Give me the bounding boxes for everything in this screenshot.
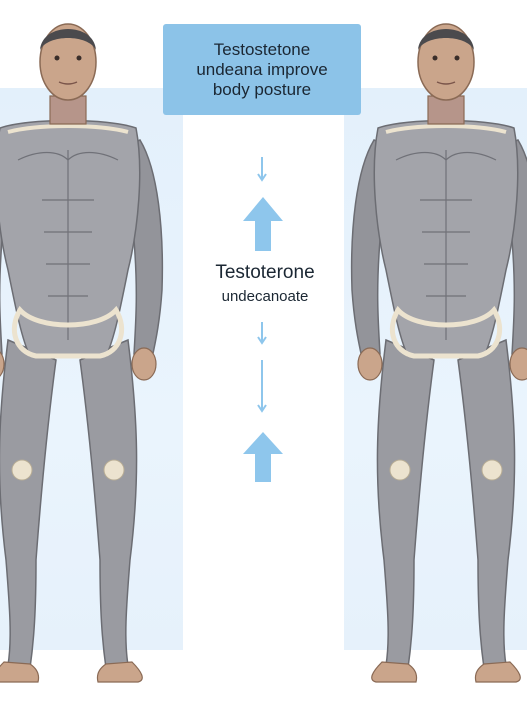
left-figure-leg-left	[0, 338, 57, 669]
title-text: Testostetone undeana improve body postur…	[196, 39, 328, 99]
center-label-line2: undecanoate	[221, 288, 309, 305]
left-figure-clavicle	[7, 124, 129, 134]
right-figure-body	[350, 23, 527, 683]
right-figure-leg-right	[457, 338, 516, 669]
right-figure-head	[417, 23, 475, 101]
left-figure-foot-right	[96, 661, 143, 683]
left-figure-head	[39, 23, 97, 101]
center-label: Testoterone undecanoate	[170, 262, 360, 307]
left-anatomy-figure	[0, 23, 164, 683]
right-figure-leg-left	[376, 338, 435, 669]
arrow-down-small-icon	[257, 157, 267, 182]
left-figure-hair	[40, 29, 96, 50]
title-box: Testostetone undeana improve body postur…	[163, 24, 361, 115]
left-figure-hand-left	[0, 351, 5, 377]
left-figure-pelvis	[11, 305, 125, 359]
right-figure-hair	[418, 29, 474, 50]
arrow-down-small-icon	[257, 322, 267, 345]
right-figure-hand-right	[509, 347, 527, 381]
arrow-down-long-icon	[257, 360, 267, 413]
left-figure-body	[0, 23, 164, 683]
right-figure-clavicle	[385, 124, 507, 134]
right-figure-foot-left	[371, 661, 418, 683]
left-figure-leg-right	[79, 338, 138, 669]
left-figure-foot-left	[0, 661, 40, 683]
left-figure-hand-right	[131, 347, 157, 381]
right-figure-hand-left	[357, 347, 383, 381]
arrow-up-large-icon	[243, 197, 283, 251]
right-figure-foot-right	[474, 661, 521, 683]
right-figure-pelvis	[389, 305, 503, 359]
right-anatomy-figure	[350, 23, 527, 683]
arrow-up-large-icon	[243, 432, 283, 482]
center-label-line1: Testoterone	[215, 262, 315, 283]
